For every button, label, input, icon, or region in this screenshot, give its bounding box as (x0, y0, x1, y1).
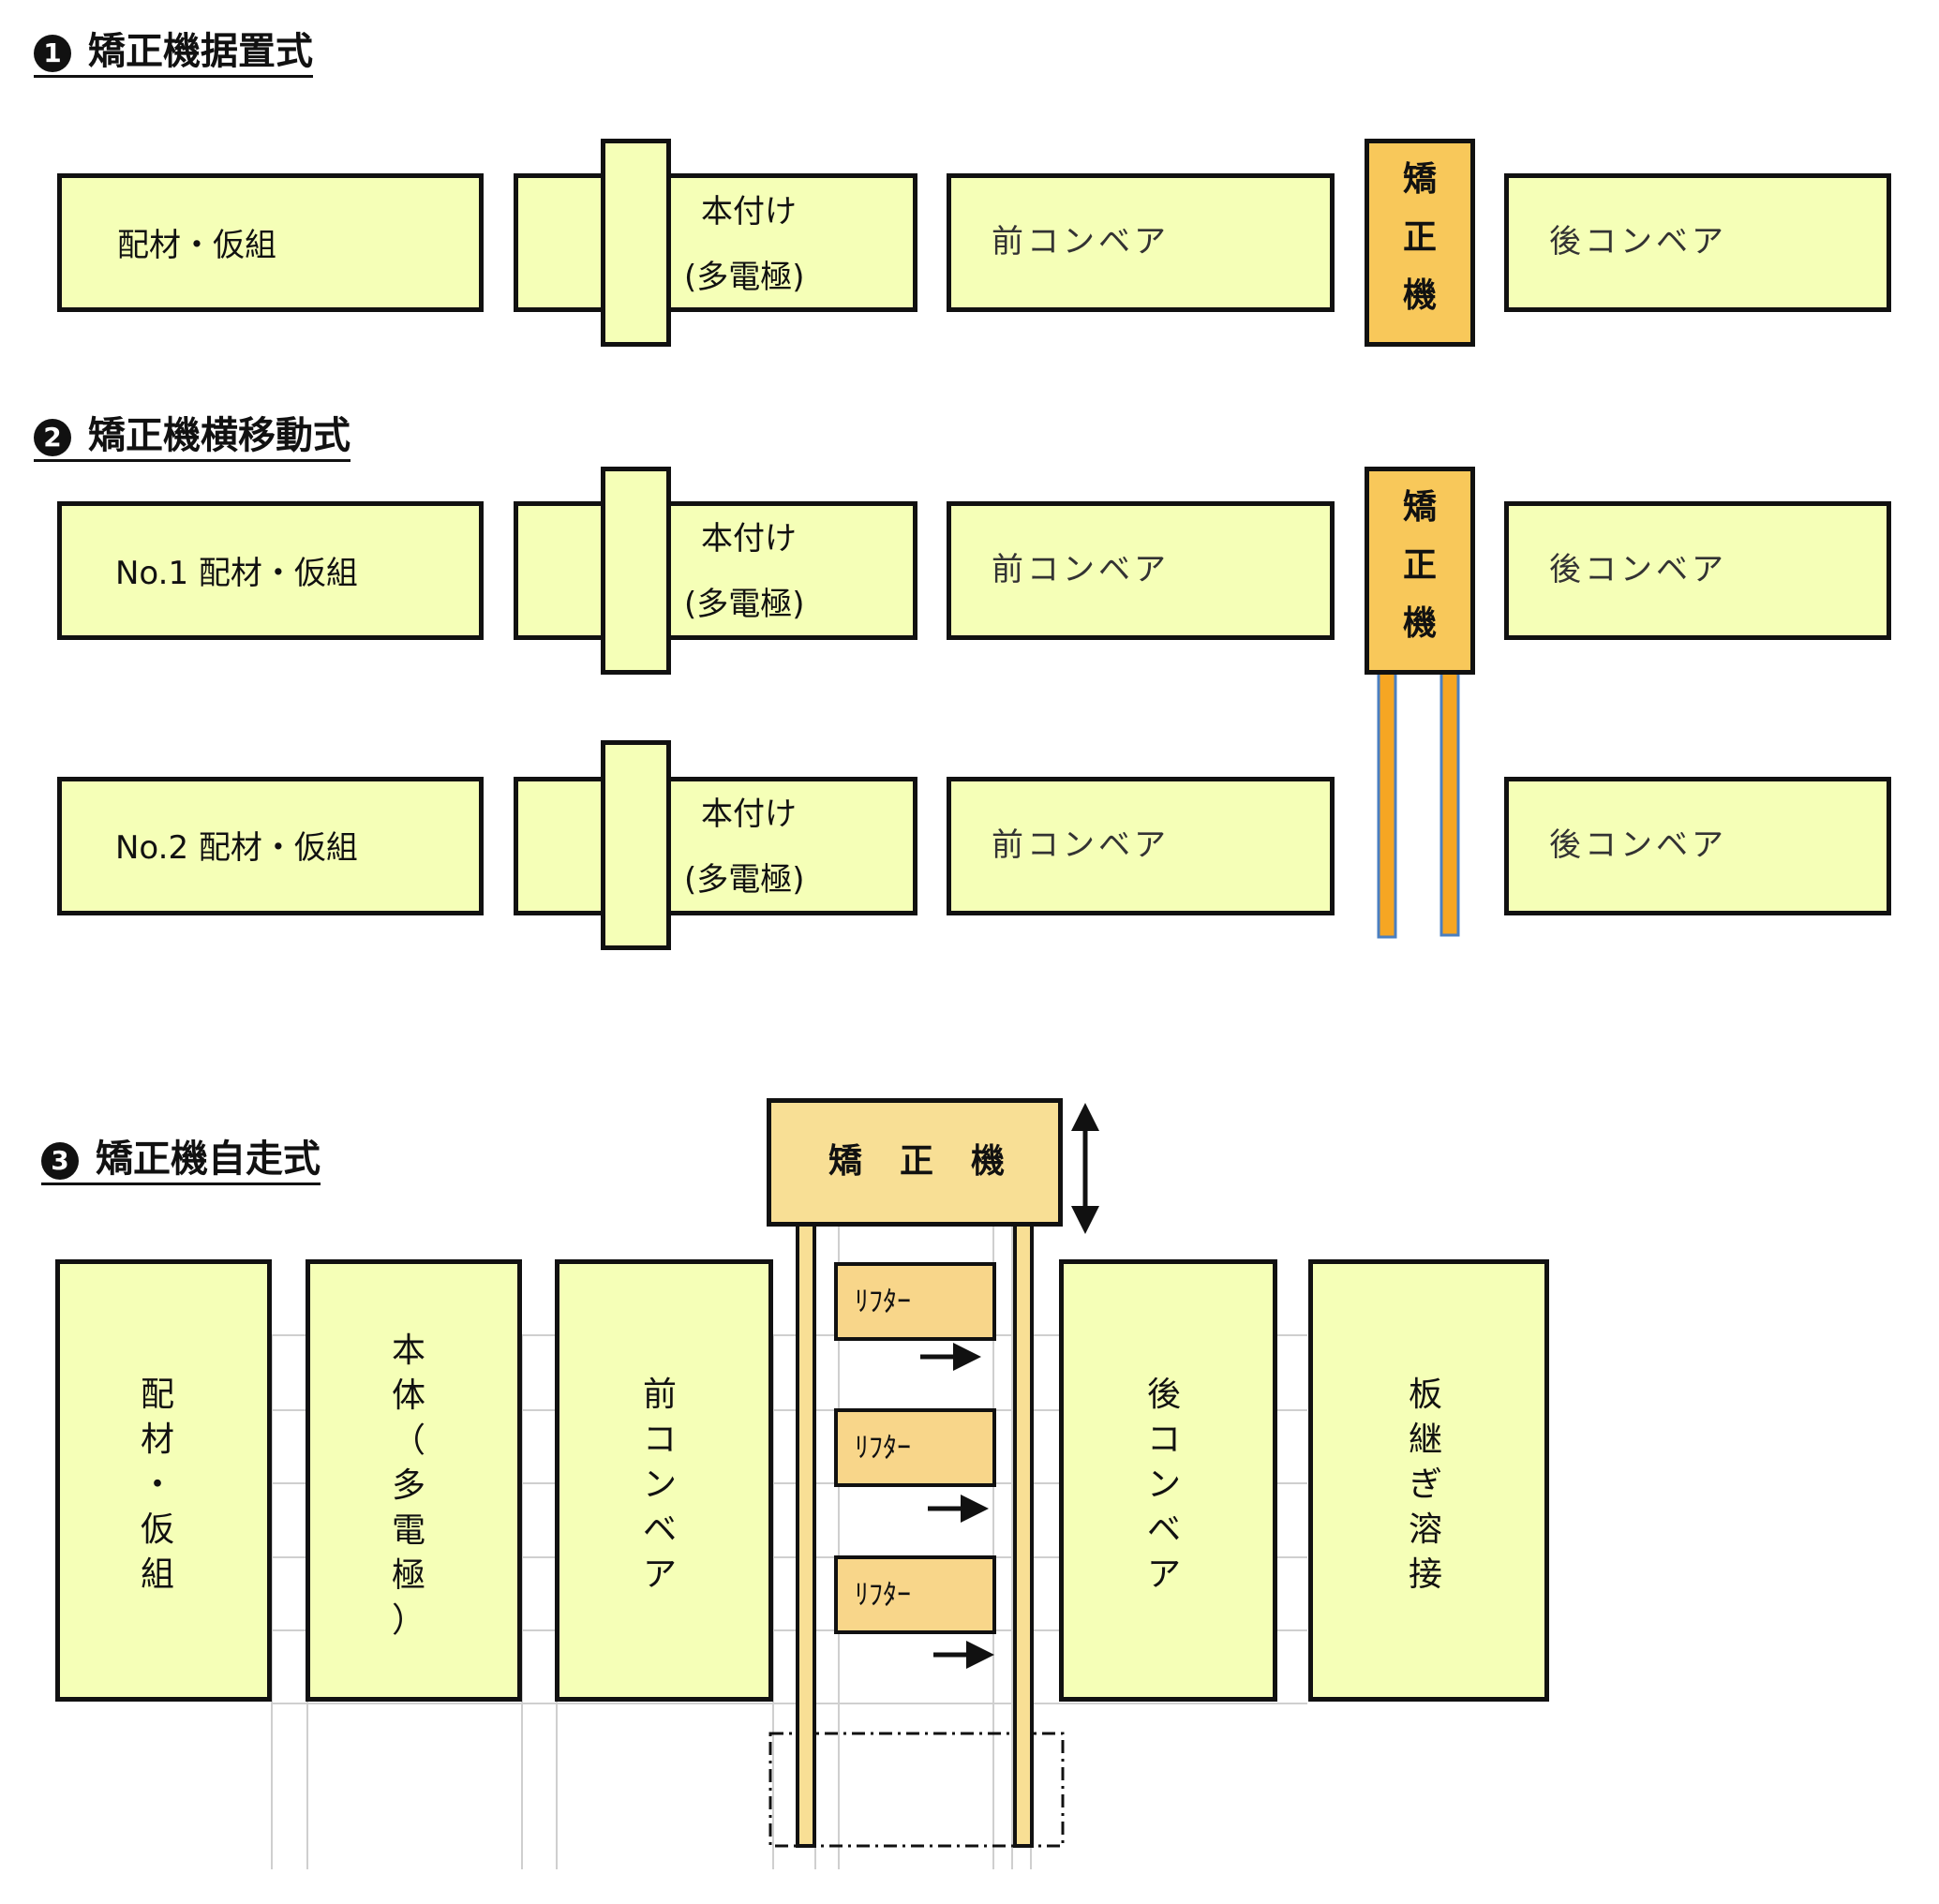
assembly-label: No.1 配材・仮組 (115, 555, 358, 592)
assembly-station (57, 173, 484, 312)
section-2-title-text: 矯正機横移動式 (88, 414, 351, 457)
machine-char: 矯 (828, 1142, 863, 1181)
welding-label-line1: 本付け (701, 796, 797, 833)
machine-char: 機 (1403, 276, 1438, 315)
station-char: ア (1147, 1555, 1182, 1594)
welding-label-line1: 本付け (701, 193, 797, 231)
station-char: 電 (392, 1511, 426, 1550)
station-char: ン (1147, 1465, 1182, 1504)
assembly-station (57, 501, 484, 640)
body-welding-station (306, 1259, 522, 1702)
station-char: 組 (141, 1555, 175, 1594)
rear-conveyor (1504, 173, 1891, 312)
station-char: ぎ (1409, 1465, 1443, 1504)
station-char: 後 (1147, 1376, 1182, 1414)
assembly-label: 配材・仮組 (117, 227, 276, 264)
section-3-title: 3 矯正機自走式 (41, 1138, 321, 1185)
rear-conveyor (1504, 501, 1891, 640)
machine-char: 正 (1403, 218, 1438, 257)
station-char: ア (643, 1555, 678, 1594)
welding-head (601, 139, 671, 347)
station-char: （ (392, 1421, 426, 1460)
welding-station (514, 501, 917, 640)
lifter-label: ﾘﾌﾀｰ (855, 1432, 911, 1465)
station-char: コ (1147, 1421, 1182, 1459)
welding-head (601, 467, 671, 675)
straightening-machine (1365, 139, 1475, 347)
straightening-machine (1365, 467, 1475, 675)
station-char: 体 (392, 1376, 426, 1415)
rear-conveyor-vertical-label: 後 コ ン ベ ア (1147, 1373, 1181, 1598)
station-char: 接 (1409, 1555, 1443, 1594)
station-char: ） (392, 1601, 426, 1640)
assembly-station (55, 1259, 272, 1702)
section-2-title: 2 矯正機横移動式 (34, 414, 351, 462)
machine-char: 機 (971, 1142, 1006, 1181)
rear-conveyor (1504, 777, 1891, 915)
welding-station (514, 777, 917, 915)
assembly-label: No.2 配材・仮組 (115, 829, 358, 867)
machine-char: 正 (1403, 546, 1438, 585)
front-conveyor (947, 501, 1335, 640)
front-conveyor (947, 173, 1335, 312)
rear-conveyor-label: 後コンベア (1549, 826, 1727, 864)
section-1-title-text: 矯正機据置式 (88, 30, 313, 73)
plate-joint-welding-vertical-label: 板 継 ぎ 溶 接 (1409, 1373, 1442, 1598)
plate-joint-welding-station (1308, 1259, 1549, 1702)
lifter (834, 1555, 996, 1634)
station-char: 本 (392, 1331, 426, 1370)
welding-label-line1: 本付け (701, 520, 797, 558)
gantry-leg-right (1013, 1221, 1034, 1848)
front-conveyor-label: 前コンベア (992, 223, 1170, 260)
gantry-leg-left (796, 1221, 816, 1848)
section-3-number: 3 (41, 1142, 79, 1180)
rail-right (1439, 671, 1460, 937)
welding-station (514, 173, 917, 312)
machine-park-area (768, 1732, 1065, 1848)
section-2-number: 2 (34, 419, 71, 456)
lifter (834, 1408, 996, 1487)
station-char: ン (643, 1465, 678, 1504)
front-conveyor-label: 前コンベア (992, 826, 1170, 864)
station-char: コ (643, 1421, 678, 1459)
front-conveyor-label: 前コンベア (992, 551, 1170, 588)
station-char: 板 (1409, 1376, 1443, 1414)
station-char: 継 (1409, 1421, 1443, 1459)
assembly-station (57, 777, 484, 915)
rear-conveyor (1059, 1259, 1277, 1702)
front-conveyor (555, 1259, 773, 1702)
machine-char: 矯 (1403, 488, 1438, 527)
welding-label-line2: (多電極) (684, 861, 805, 899)
section-1-title: 1 矯正機据置式 (34, 30, 313, 78)
station-char: ベ (643, 1510, 678, 1549)
body-welding-vertical-label: 本 体 （ 多 電 極 ） (392, 1329, 425, 1644)
straightening-machine-gantry (767, 1098, 1063, 1227)
lifter-label: ﾘﾌﾀｰ (855, 1286, 911, 1318)
station-char: ベ (1147, 1510, 1182, 1549)
station-char: ・ (141, 1465, 175, 1504)
machine-char: 正 (900, 1142, 934, 1181)
station-char: 溶 (1409, 1510, 1443, 1549)
section-1-number: 1 (34, 35, 71, 72)
lifter (834, 1262, 996, 1341)
welding-label-line2: (多電極) (684, 259, 805, 296)
station-char: 仮 (141, 1510, 175, 1549)
machine-char: 矯 (1403, 160, 1438, 199)
welding-head (601, 740, 671, 950)
front-conveyor (947, 777, 1335, 915)
station-char: 極 (392, 1556, 426, 1595)
front-conveyor-vertical-label: 前 コ ン ベ ア (643, 1373, 677, 1598)
station-char: 多 (392, 1466, 426, 1505)
station-char: 前 (643, 1376, 678, 1414)
lifter-label: ﾘﾌﾀｰ (855, 1579, 911, 1612)
section-3-title-text: 矯正機自走式 (96, 1138, 321, 1181)
rear-conveyor-label: 後コンベア (1549, 551, 1727, 588)
station-char: 材 (141, 1421, 175, 1459)
station-char: 配 (141, 1376, 175, 1414)
rear-conveyor-label: 後コンベア (1549, 223, 1727, 260)
machine-char: 機 (1403, 604, 1438, 643)
rail-left (1377, 671, 1397, 939)
assembly-vertical-label: 配 材 ・ 仮 組 (141, 1373, 174, 1598)
welding-label-line2: (多電極) (684, 586, 805, 623)
